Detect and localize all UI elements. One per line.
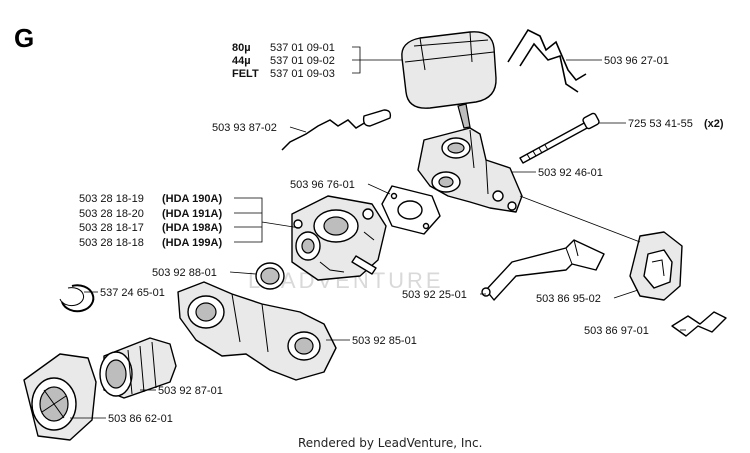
footer-credit: Rendered by LeadVenture, Inc. bbox=[298, 436, 482, 450]
bracket-drawing bbox=[671, 311, 727, 337]
lever-label: 503 92 25-01 bbox=[402, 289, 467, 301]
leader-lines bbox=[70, 46, 686, 419]
filter-felt-part: 537 01 09-03 bbox=[270, 68, 335, 80]
flange-drawing bbox=[23, 353, 97, 441]
filter-80-prefix: 80µ bbox=[232, 42, 251, 54]
bellows-label: 503 92 87-01 bbox=[158, 385, 223, 397]
carb-190-part: 503 28 18-19 bbox=[79, 193, 144, 205]
bolt-drawing bbox=[519, 112, 600, 164]
carb-198-model: (HDA 198A) bbox=[162, 222, 222, 234]
flange-label: 503 86 62-01 bbox=[108, 413, 173, 425]
lever-drawing bbox=[481, 239, 605, 301]
bolt-label: 725 53 41-55 bbox=[628, 118, 693, 130]
spring-clip-drawing bbox=[507, 28, 587, 93]
bracket-label: 503 86 97-01 bbox=[584, 325, 649, 337]
carb-198-part: 503 28 18-17 bbox=[79, 222, 144, 234]
bellows-drawing bbox=[99, 337, 177, 399]
cover-plate-drawing bbox=[629, 231, 683, 301]
o-ring-drawing bbox=[255, 262, 285, 290]
spring-clip-label: 503 96 27-01 bbox=[604, 55, 669, 67]
manifold-label: 503 92 85-01 bbox=[352, 335, 417, 347]
retaining-ring-label: 537 24 65-01 bbox=[100, 287, 165, 299]
air-filter-drawing bbox=[401, 31, 497, 129]
section-letter: G bbox=[14, 23, 34, 53]
carb-191-model: (HDA 191A) bbox=[162, 208, 222, 220]
choke-wire-label: 503 93 87-02 bbox=[212, 122, 277, 134]
filter-80-part: 537 01 09-01 bbox=[270, 42, 335, 54]
choke-wire-drawing bbox=[281, 109, 392, 151]
carb-190-model: (HDA 190A) bbox=[162, 193, 222, 205]
intake-manifold-drawing bbox=[177, 281, 337, 381]
carb-199-model: (HDA 199A) bbox=[162, 237, 222, 249]
carburetor-drawing bbox=[291, 195, 387, 281]
cover-plate-label: 503 86 95-02 bbox=[536, 293, 601, 305]
filter-felt-prefix: FELT bbox=[232, 68, 259, 80]
gasket-drawing bbox=[381, 185, 441, 235]
bolt-qty: (x2) bbox=[704, 118, 724, 130]
carb-holder-drawing bbox=[417, 127, 523, 213]
gasket-label: 503 96 76-01 bbox=[290, 179, 355, 191]
retaining-ring-drawing bbox=[59, 284, 95, 313]
filter-44-part: 537 01 09-02 bbox=[270, 55, 335, 67]
o-ring-label: 503 92 88-01 bbox=[152, 267, 217, 279]
carb-199-part: 503 28 18-18 bbox=[79, 237, 144, 249]
carb-holder-label: 503 92 46-01 bbox=[538, 167, 603, 179]
carb-191-part: 503 28 18-20 bbox=[79, 208, 144, 220]
filter-44-prefix: 44µ bbox=[232, 55, 251, 67]
